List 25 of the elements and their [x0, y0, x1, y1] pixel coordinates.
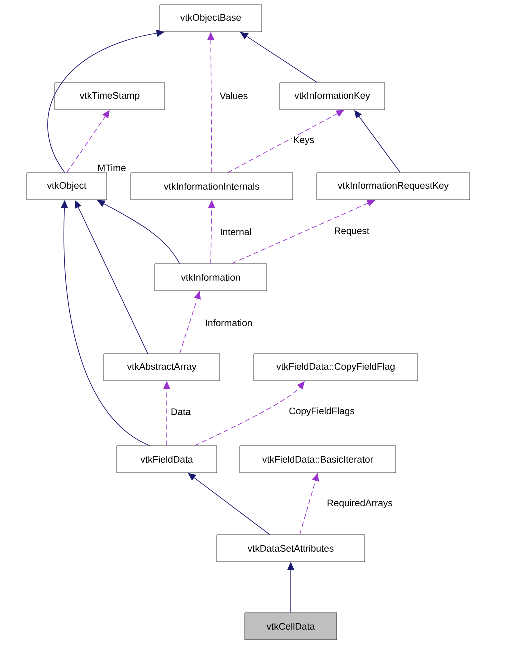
- class-box: vtkAbstractArray: [104, 354, 220, 382]
- edge-label: MTime: [96, 164, 128, 172]
- edge-label: Information: [204, 318, 254, 328]
- class-box: vtkFieldData::CopyFieldFlag: [254, 354, 418, 382]
- edge-label: Request: [333, 226, 371, 238]
- edge-label: CopyFieldFlags: [288, 406, 356, 418]
- class-box: vtkCellData: [244, 612, 338, 640]
- class-box: vtkInformationRequestKey: [316, 172, 470, 200]
- class-box: vtkObjectBase: [160, 4, 262, 32]
- class-box: vtkInformation: [154, 264, 268, 292]
- class-box: vtkFieldData::BasicIterator: [240, 446, 396, 474]
- class-box: vtkTimeStamp: [54, 82, 166, 110]
- edge-label: Keys: [292, 136, 316, 146]
- edge-label: Data: [170, 408, 192, 416]
- arrow: [232, 200, 376, 264]
- edge-label: Internal: [219, 228, 253, 236]
- class-box: vtkInformationKey: [280, 82, 386, 110]
- class-box: vtkDataSetAttributes: [216, 534, 366, 562]
- arrow: [188, 473, 270, 536]
- arrow: [228, 110, 344, 174]
- edge-label: RequiredArrays: [326, 498, 394, 510]
- class-box: vtkInformationInternals: [130, 172, 294, 200]
- class-box: vtkFieldData: [116, 446, 218, 474]
- class-box: vtkObject: [26, 172, 108, 200]
- edge-label: Values: [218, 92, 250, 100]
